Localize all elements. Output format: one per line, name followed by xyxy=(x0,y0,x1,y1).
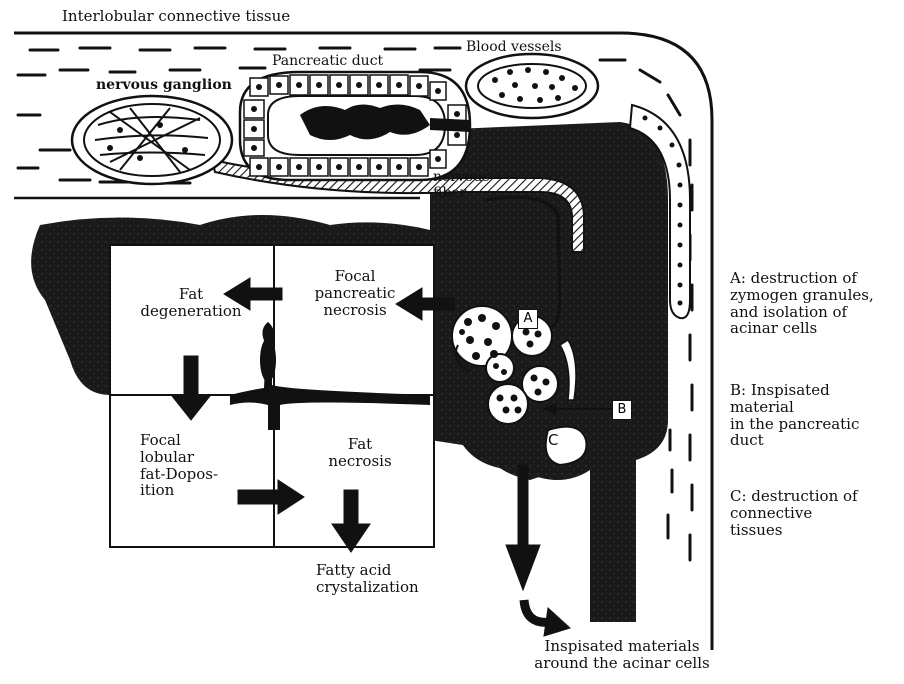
marker-b: B xyxy=(612,400,632,420)
marker-c: C xyxy=(548,432,558,449)
marker-a: A xyxy=(518,309,538,329)
label-focal-lobular-fat-deposition: Focal lobular fat-Dopos- ition xyxy=(140,432,218,499)
arrow-down-inspisated xyxy=(506,465,540,590)
label-nervous-ganglion: nervous ganglion xyxy=(96,78,232,94)
legend-c: C: destruction of connective tissues xyxy=(730,488,902,538)
pancreatic-duct-shape xyxy=(240,72,470,180)
label-focal-pancreatic-necrosis: Focal pancreatic necrosis xyxy=(300,268,410,318)
label-blood-vessels: Blood vessels xyxy=(466,40,562,56)
legend-b: B: Inspisated material in the pancreatic… xyxy=(730,382,902,449)
label-fatty-acid-crystalization: Fatty acid crystalization xyxy=(316,562,419,596)
label-pancreatic-duct: Pancreatic duct xyxy=(272,54,383,70)
label-fat-necrosis: Fat necrosis xyxy=(310,436,410,470)
label-interlobular-connective-tissue: Interlobular connective tissue xyxy=(62,8,290,25)
label-fat-degeneration: Fat degeneration xyxy=(136,286,246,320)
label-inspisated-materials: Inspisated materials around the acinar c… xyxy=(522,638,722,672)
blood-vessel-oval xyxy=(466,54,598,118)
nervous-ganglion-shape xyxy=(72,96,232,184)
label-nervous-fiber: nervous fiber xyxy=(433,170,490,201)
arrow-curved xyxy=(524,600,570,636)
legend-a: A: destruction of zymogen granules, and … xyxy=(730,270,902,337)
